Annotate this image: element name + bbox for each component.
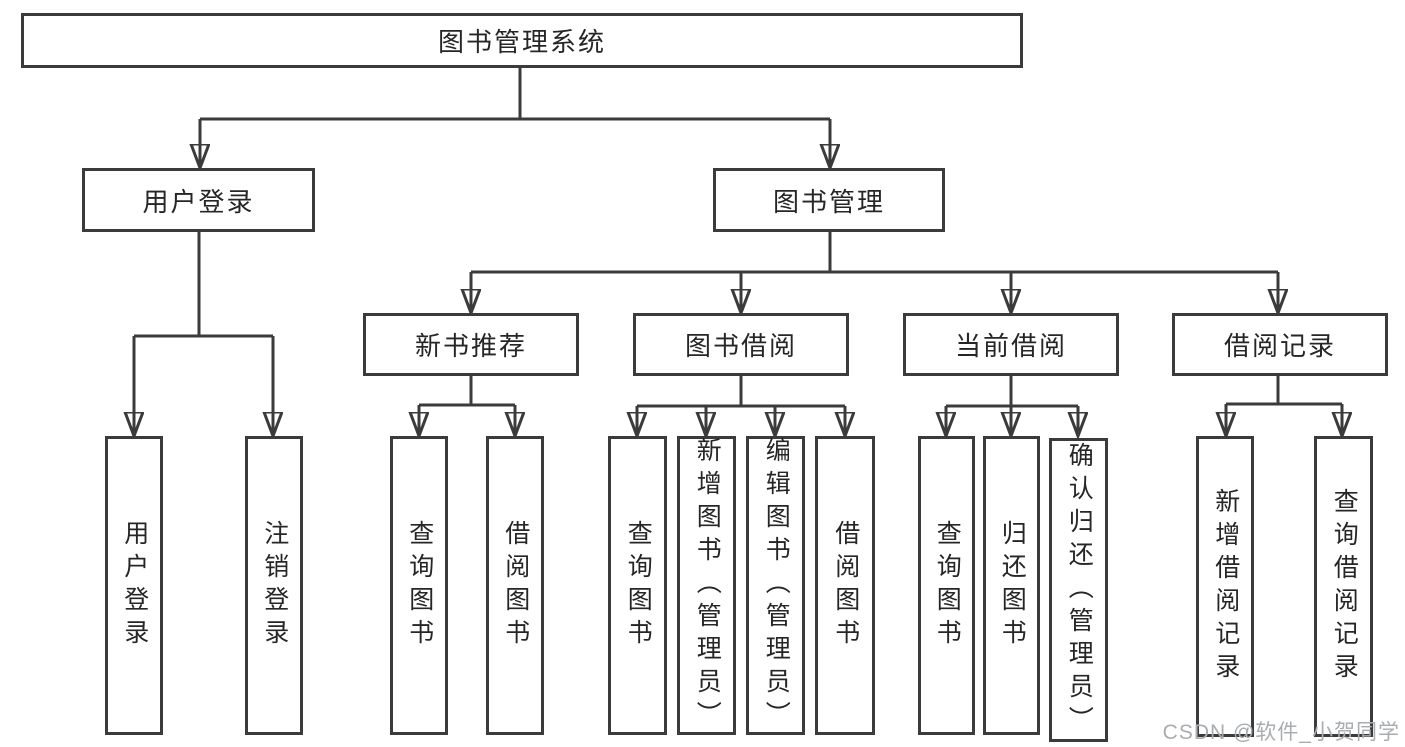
leaf-add-book-admin: 新增图书（管理员）: [677, 436, 736, 735]
leaf-logout-label: 注销登录: [260, 519, 289, 652]
node-user-login: 用户登录: [82, 168, 315, 232]
leaf-edit-book-admin-label: 编辑图书（管理员）: [762, 437, 791, 734]
node-borrow-records: 借阅记录: [1172, 313, 1388, 376]
node-user-login-label: 用户登录: [142, 186, 255, 217]
node-borrow-records-label: 借阅记录: [1223, 331, 1336, 361]
leaf-return-book: 归还图书: [983, 436, 1040, 735]
leaf-edit-book-admin: 编辑图书（管理员）: [746, 436, 805, 735]
node-book-management: 图书管理: [713, 168, 945, 232]
leaf-query-books-recommend: 查询图书: [390, 436, 448, 735]
node-new-book-recommend-label: 新书推荐: [414, 331, 527, 361]
connector-new-book-recommend: [419, 376, 515, 436]
leaf-return-book-label: 归还图书: [998, 519, 1027, 652]
leaf-query-borrow-record-label: 查询借阅记录: [1330, 487, 1359, 686]
connector-borrow-records: [1226, 376, 1342, 436]
leaf-query-books-recommend-label: 查询图书: [405, 519, 434, 652]
node-current-borrow-label: 当前借阅: [954, 331, 1067, 361]
leaf-query-books-current-label: 查询图书: [933, 519, 962, 652]
node-library-system: 图书管理系统: [21, 13, 1023, 68]
node-new-book-recommend: 新书推荐: [363, 313, 579, 376]
node-library-system-label: 图书管理系统: [437, 27, 606, 57]
leaf-logout: 注销登录: [245, 436, 303, 735]
watermark: CSDN @软件_小贺同学: [1162, 721, 1400, 744]
leaf-borrow-books-recommend-label: 借阅图书: [501, 519, 530, 652]
leaf-borrow-books: 借阅图书: [815, 436, 875, 735]
leaf-confirm-return-admin-label: 确认归还（管理员）: [1065, 441, 1094, 739]
connector-current-borrow: [946, 376, 1078, 436]
leaf-confirm-return-admin: 确认归还（管理员）: [1049, 438, 1108, 742]
connector-book-borrow: [637, 376, 845, 436]
leaf-user-login-label: 用户登录: [120, 519, 149, 652]
leaf-query-books-borrow-label: 查询图书: [624, 519, 653, 652]
leaf-add-borrow-record-label: 新增借阅记录: [1211, 487, 1240, 686]
node-book-borrow: 图书借阅: [633, 313, 849, 376]
node-book-management-label: 图书管理: [772, 186, 885, 217]
leaf-query-borrow-record: 查询借阅记录: [1314, 436, 1373, 737]
node-current-borrow: 当前借阅: [903, 313, 1119, 376]
leaf-add-book-admin-label: 新增图书（管理员）: [693, 437, 722, 734]
leaf-borrow-books-label: 借阅图书: [831, 519, 860, 652]
connector-root: [200, 68, 830, 168]
connector-user-login: [134, 232, 273, 436]
node-book-borrow-label: 图书借阅: [684, 331, 797, 361]
connector-book-management: [471, 232, 1278, 313]
leaf-add-borrow-record: 新增借阅记录: [1196, 436, 1254, 737]
leaf-query-books-borrow: 查询图书: [608, 436, 667, 735]
leaf-borrow-books-recommend: 借阅图书: [486, 436, 544, 735]
leaf-user-login: 用户登录: [105, 436, 163, 735]
leaf-query-books-current: 查询图书: [918, 436, 975, 735]
